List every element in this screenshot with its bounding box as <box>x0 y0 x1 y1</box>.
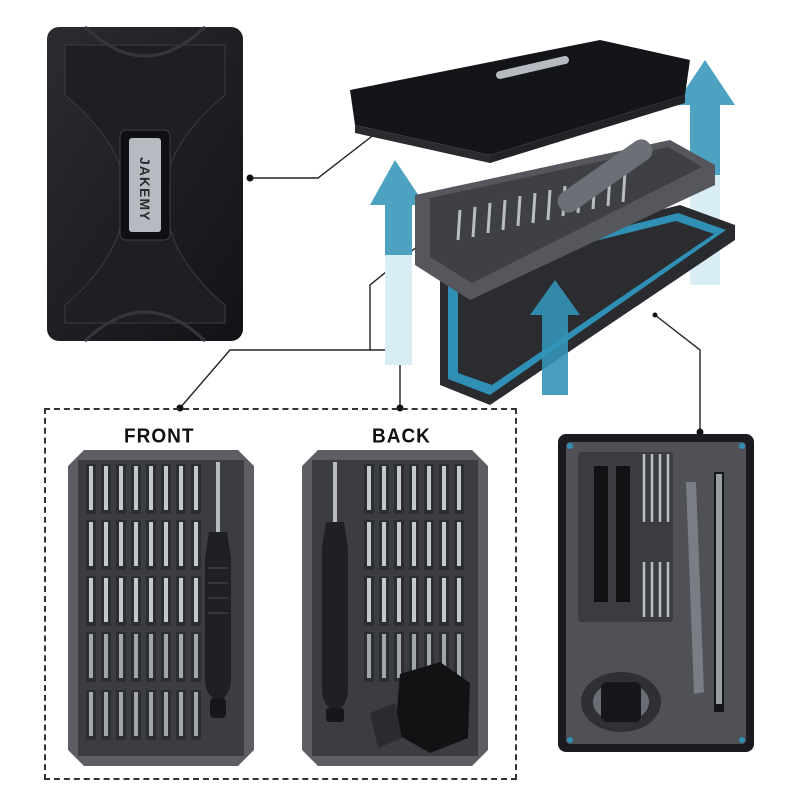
up-arrow-icon <box>370 160 425 365</box>
back-label: BACK <box>372 425 431 448</box>
back-tray <box>300 448 490 768</box>
exploded-case-view <box>340 35 750 415</box>
bottom-case-open-view <box>556 432 756 754</box>
brand-logo: JAKEMY <box>137 157 153 222</box>
front-label: FRONT <box>124 425 195 448</box>
case-lid-top-view: JAKEMY <box>45 25 245 343</box>
front-tray <box>66 448 256 768</box>
up-arrow-icon <box>530 280 580 395</box>
tray-views-frame <box>44 408 517 780</box>
